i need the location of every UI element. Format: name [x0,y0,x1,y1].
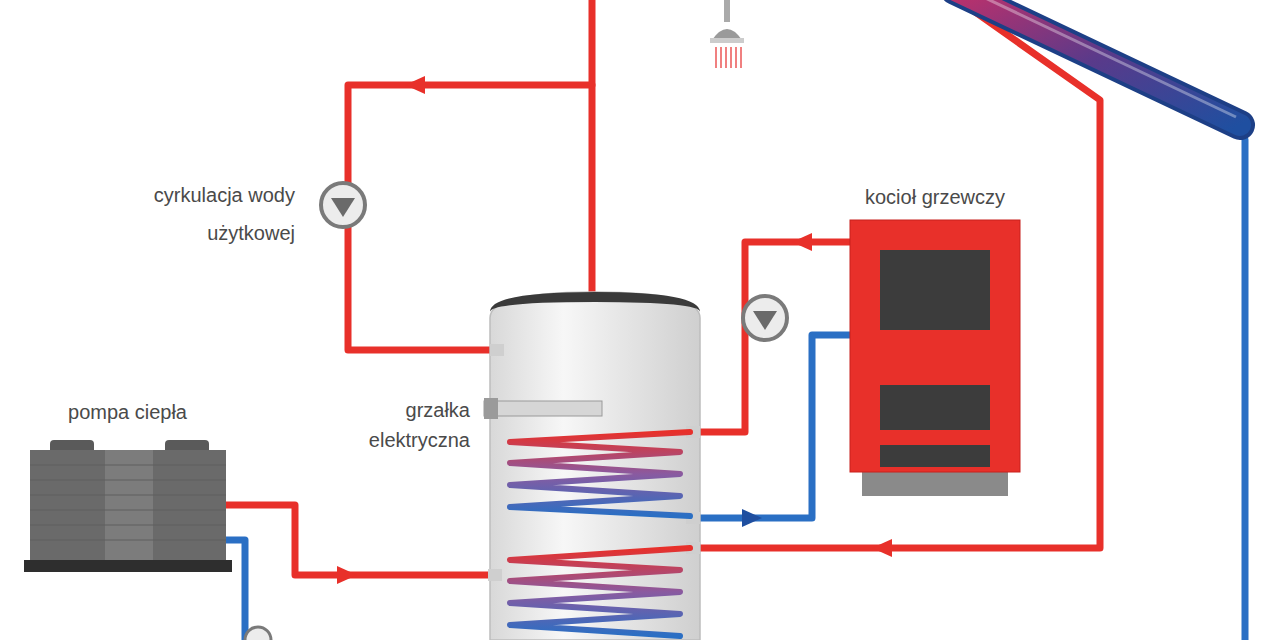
part-label: grzałka elektryczna [340,395,470,455]
component-label: kocioł grzewczy [830,180,1040,214]
component-label: cyrkulacja wody użytkowej [120,176,295,252]
component-node: pompa ciepła [20,395,235,429]
component-node: cyrkulacja wody użytkowej [120,176,295,252]
component-label: pompa ciepła [20,395,235,429]
component-node: kocioł grzewczy [830,180,1040,214]
